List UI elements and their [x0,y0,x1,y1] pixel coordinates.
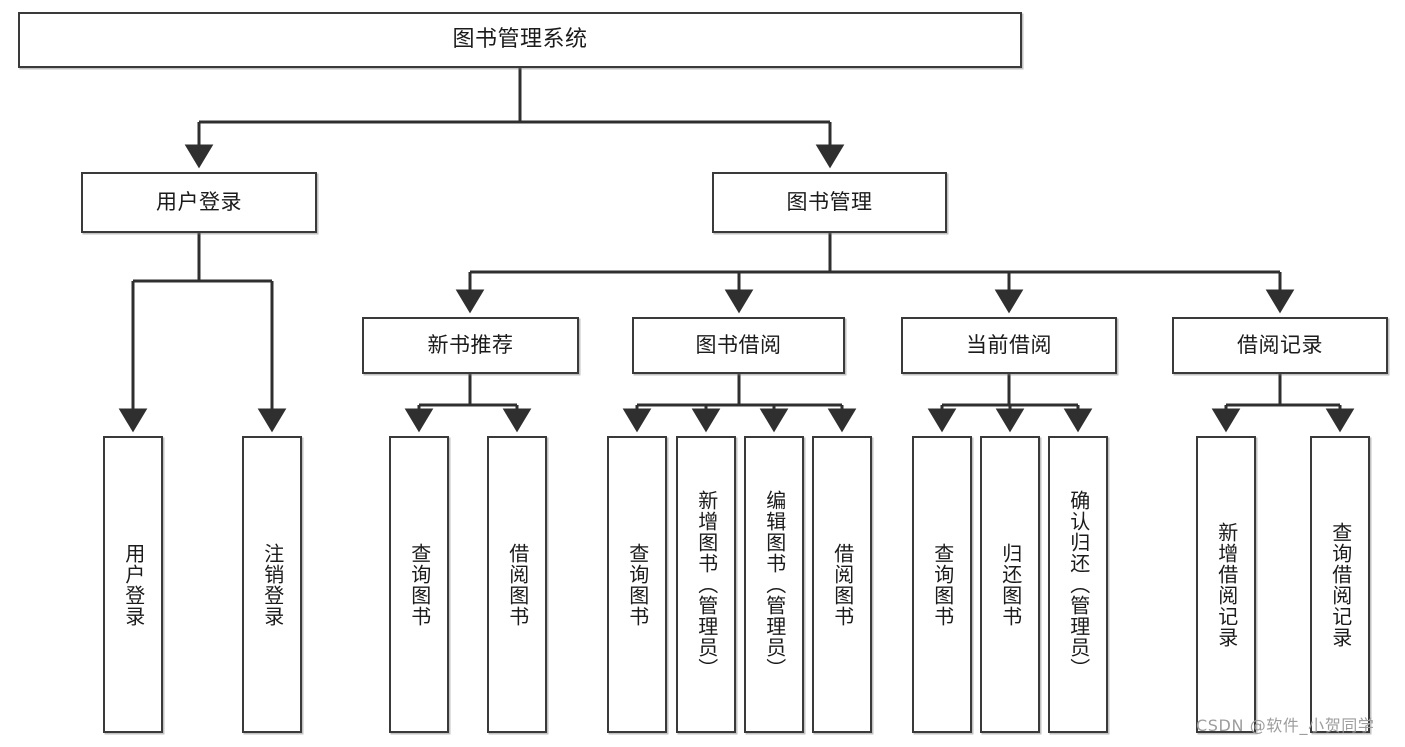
node-book-borrow[interactable]: 图书借阅 [632,317,845,374]
node-root-label: 图书管理系统 [452,27,588,53]
node-leaf-user-login[interactable]: 用户登录 [103,436,163,733]
node-root[interactable]: 图书管理系统 [18,12,1022,68]
node-leaf-add-book-admin-label: 新增图书（管理员） [694,490,719,679]
node-leaf-logout[interactable]: 注销登录 [242,436,302,733]
node-leaf-borrow-book-1[interactable]: 借阅图书 [487,436,547,733]
node-leaf-query-book-1[interactable]: 查询图书 [389,436,449,733]
node-leaf-query-borrow-record[interactable]: 查询借阅记录 [1310,436,1370,733]
node-leaf-query-borrow-record-label: 查询借阅记录 [1328,521,1353,648]
node-leaf-query-book-3-label: 查询图书 [930,542,955,627]
node-leaf-query-book-2-label: 查询图书 [625,542,650,627]
node-leaf-return-book-label: 归还图书 [998,542,1023,627]
node-leaf-borrow-book-1-label: 借阅图书 [505,542,530,627]
node-leaf-borrow-book-2[interactable]: 借阅图书 [812,436,872,733]
node-leaf-query-book-3[interactable]: 查询图书 [912,436,972,733]
node-current-borrow[interactable]: 当前借阅 [901,317,1117,374]
node-leaf-edit-book-admin[interactable]: 编辑图书（管理员） [744,436,804,733]
node-leaf-query-book-1-label: 查询图书 [407,542,432,627]
node-book-manage-label: 图书管理 [786,190,873,215]
node-book-manage[interactable]: 图书管理 [712,172,947,233]
node-leaf-borrow-book-2-label: 借阅图书 [830,542,855,627]
node-leaf-add-book-admin[interactable]: 新增图书（管理员） [676,436,736,733]
node-leaf-add-borrow-record-label: 新增借阅记录 [1214,521,1239,648]
node-user-login-label: 用户登录 [156,190,242,215]
node-leaf-confirm-return-admin-label: 确认归还（管理员） [1066,490,1091,679]
node-leaf-query-book-2[interactable]: 查询图书 [607,436,667,733]
node-leaf-user-login-label: 用户登录 [121,542,146,627]
node-leaf-add-borrow-record[interactable]: 新增借阅记录 [1196,436,1256,733]
node-leaf-edit-book-admin-label: 编辑图书（管理员） [762,490,787,679]
node-new-book-recommend[interactable]: 新书推荐 [362,317,579,374]
node-user-login[interactable]: 用户登录 [81,172,317,233]
node-borrow-record-label: 借阅记录 [1237,333,1323,358]
node-new-book-recommend-label: 新书推荐 [427,333,514,358]
node-borrow-record[interactable]: 借阅记录 [1172,317,1388,374]
node-leaf-return-book[interactable]: 归还图书 [980,436,1040,733]
node-leaf-confirm-return-admin[interactable]: 确认归还（管理员） [1048,436,1108,733]
node-leaf-logout-label: 注销登录 [260,542,285,627]
node-current-borrow-label: 当前借阅 [966,333,1052,358]
node-book-borrow-label: 图书借阅 [695,333,782,358]
